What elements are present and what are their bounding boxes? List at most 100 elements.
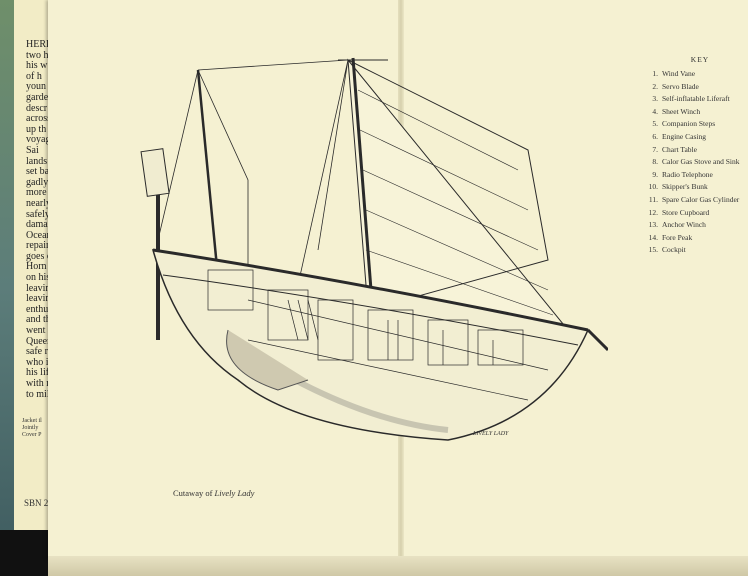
key-label: Calor Gas Stove and Sink [662,157,740,167]
key-number: 6. [652,131,658,141]
text-line: to mil [26,388,50,400]
book-cover-edge [0,0,14,576]
text-line: his lif [26,367,50,379]
key-number: 9. [652,169,658,179]
text-line: two h [26,49,49,61]
wind-vane [140,148,170,197]
text-line: leavin [26,293,51,305]
key-label: Wind Vane [662,69,696,78]
key-item: 11. Spare Calor Gas Cylinder [645,195,748,208]
text-line: his w [26,60,48,72]
boat-name: Lively Lady [214,488,255,498]
key-item: 8. Calor Gas Stove and Sink [645,157,748,170]
credit-line: Cover P [22,432,42,438]
key-label: Cockpit [662,245,686,255]
text-line: HERE [26,39,53,50]
key-title: KEY [690,55,710,64]
key-number: 7. [652,144,658,154]
text-line: with n [26,378,52,389]
text-line: voyag [26,134,51,146]
key-item: 4. Sheet Winch [645,107,748,120]
key-label: Sheet Winch [662,106,701,116]
sail-seams [357,89,554,316]
text-line: Queen [26,335,53,347]
text-line: Ocean [26,229,52,241]
key-label: Spare Calor Gas Cylinder [662,194,740,204]
credit-line: Jointly [22,425,39,431]
key-item: 15. Cockpit [645,245,748,258]
key-label: Store Cupboard [662,207,710,217]
text-line: repair [26,240,50,252]
text-line: safely [26,208,50,220]
key-label: Servo Blade [662,81,699,91]
interior-detail [207,269,549,401]
key-number: 8. [652,157,658,167]
text-line: damag [26,219,53,231]
text-line: who it [26,356,52,368]
key-number: 2. [652,81,658,91]
text-line: leavin [26,282,51,294]
text-line: nearly [26,197,51,209]
key-number: 11. [648,194,658,204]
text-line: set ba [26,166,50,178]
text-line: across [26,113,51,125]
key-item: 5. Companion Steps [645,119,748,132]
keel [226,329,309,391]
text-line: garde [26,91,49,103]
jib-outline [347,59,549,311]
text-line: goes c [26,250,52,262]
key-number: 14. [648,232,658,242]
bowsprit [586,328,608,352]
text-line: and th [26,314,51,326]
key-number: 3. [652,94,658,104]
key-label: Self-inflatable Liferaft [662,94,730,104]
key-number: 5. [652,119,658,129]
text-line: safe re [26,346,53,358]
key-legend: KEY 1. Wind Vane 2. Servo Blade 3. Self-infla… [645,55,748,258]
key-item: 3. Self-inflatable Liferaft [645,94,748,107]
key-item: 13. Anchor Winch [645,220,748,233]
key-number: 12. [648,207,658,217]
key-number: 13. [648,220,658,230]
key-item: 2. Servo Blade [645,82,748,95]
text-line: youn [26,81,46,93]
text-line: descr [26,102,48,114]
hull-name: LIVELY LADY [472,431,509,437]
key-number: 1. [652,69,658,78]
key-number: 15. [648,245,658,255]
text-line: went [26,325,46,337]
text-line: on his [26,272,51,284]
text-line: enthu [26,303,49,315]
key-label: Anchor Winch [662,220,706,230]
key-item: 1. Wind Vane [645,69,748,82]
key-item: 7. Chart Table [645,145,748,158]
key-label: Radio Telephone [662,169,713,179]
key-label: Fore Peak [662,232,693,242]
key-item: 10. Skipper's Bunk [645,182,748,195]
key-item: 6. Engine Casing [645,132,748,145]
page-edge [48,556,748,576]
text-line: lands [26,155,48,167]
key-number: 4. [652,106,658,116]
text-line: Horn [26,261,47,273]
illustration-caption: Cutaway of Lively Lady [173,488,255,498]
key-item: 12. Store Cupboard [645,208,748,221]
key-label: Chart Table [662,144,697,154]
key-label: Companion Steps [662,119,716,129]
sailboat-cutaway-illustration: LIVELY LADY [140,57,608,441]
key-item: 9. Radio Telephone [645,170,748,183]
sbn-number: SBN 24 [24,498,53,508]
text-line: up th [26,123,47,135]
key-label: Engine Casing [662,131,706,141]
key-number: 10. [648,182,658,192]
credit-line: Jacket il [22,418,42,424]
key-label: Skipper's Bunk [662,182,708,192]
text-line: Sai [26,144,39,156]
text-line: of h [26,70,42,82]
text-line: gadly [26,176,49,188]
rigging [157,59,349,331]
key-item: 14. Fore Peak [645,233,748,246]
